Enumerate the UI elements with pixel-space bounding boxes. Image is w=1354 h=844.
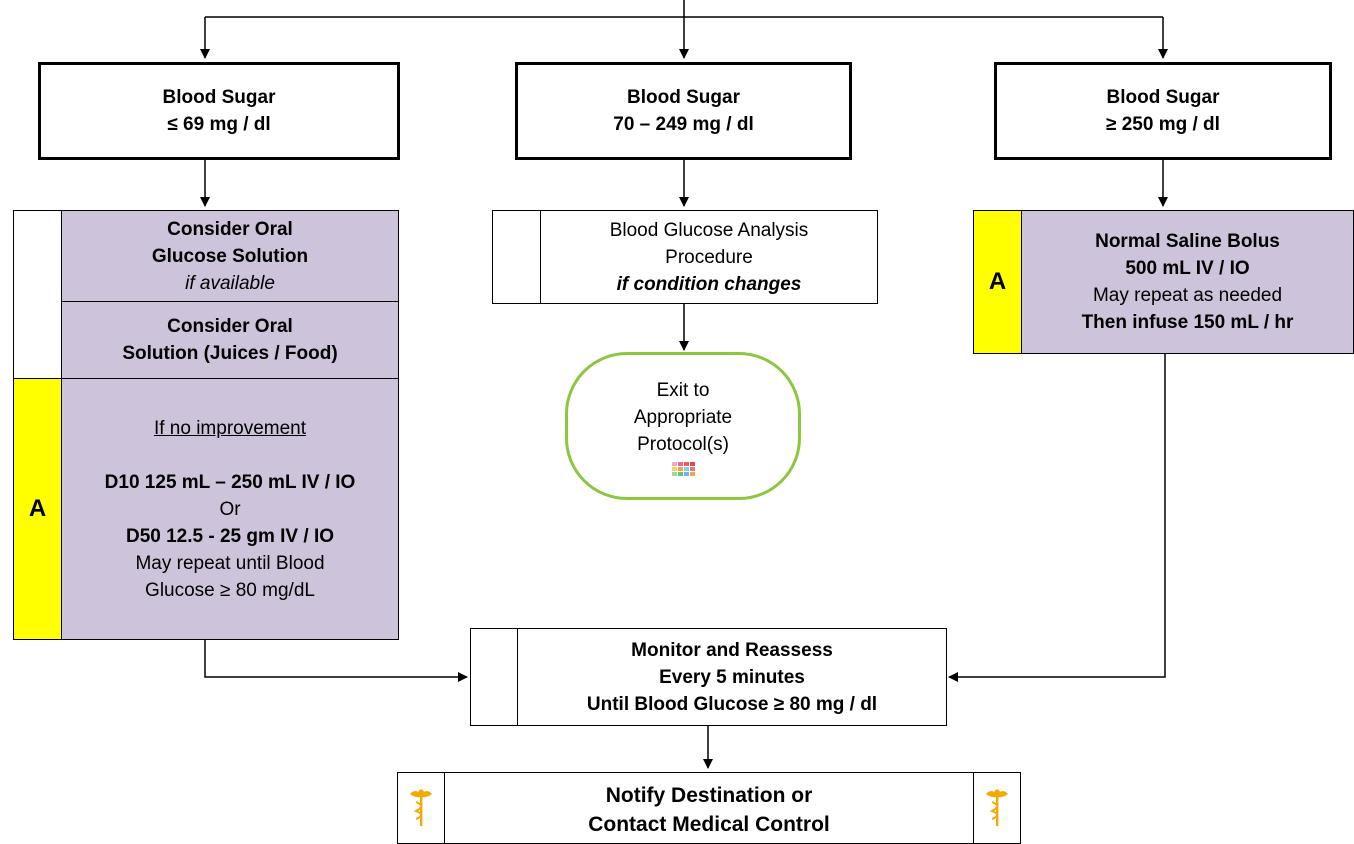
blood-sugar-low-box: Blood Sugar ≤ 69 mg / dl <box>38 62 400 160</box>
low-line2: ≤ 69 mg / dl <box>167 114 271 135</box>
notify-line1: Notify Destination or <box>605 784 813 807</box>
saline-line3: May repeat as needed <box>1092 285 1283 306</box>
monitor-line3: Until Blood Glucose ≥ 80 mg / dl <box>586 693 878 715</box>
monitor-side-tab <box>470 628 518 726</box>
low-line1: Blood Sugar <box>162 87 276 108</box>
analysis-side-tab <box>492 210 541 304</box>
exit-line1: Exit to <box>656 379 710 401</box>
d50-dose: D50 12.5 - 25 gm IV / IO <box>125 525 335 547</box>
analysis-line3: if condition changes <box>616 273 802 295</box>
arrow-right-to-monitor <box>948 354 1166 682</box>
saline-bolus-box: Normal Saline Bolus 500 mL IV / IO May r… <box>1021 210 1354 354</box>
d10-dose: D10 125 mL – 250 mL IV / IO <box>104 471 356 493</box>
saline-line2: 500 mL IV / IO <box>1125 258 1250 279</box>
protocol-grid-icon[interactable] <box>671 461 695 476</box>
oral-glucose-line1: Consider Oral <box>167 218 293 240</box>
monitor-reassess-box: Monitor and Reassess Every 5 minutes Unt… <box>517 628 947 726</box>
glucose-analysis-box: Blood Glucose Analysis Procedure if cond… <box>540 210 878 304</box>
oral-solution-line1: Consider Oral <box>167 316 293 337</box>
dextrose-box: If no improvement D10 125 mL – 250 mL IV… <box>61 378 399 640</box>
blood-sugar-high-box: Blood Sugar ≥ 250 mg / dl <box>994 62 1332 160</box>
caduceus-icon <box>410 789 432 826</box>
saline-badge: A <box>988 268 1007 295</box>
saline-line1: Normal Saline Bolus <box>1095 231 1280 252</box>
notify-left-icon-cell <box>397 772 445 844</box>
arrow-left-to-monitor <box>204 640 468 682</box>
repeat-line1: May repeat until Blood <box>135 552 325 574</box>
saline-badge-tab: A <box>973 210 1022 354</box>
no-improvement-heading: If no improvement <box>153 417 307 439</box>
repeat-line2: Glucose ≥ 80 mg/dL <box>145 579 315 601</box>
advanced-badge-tab: A <box>13 378 62 640</box>
oral-solution-box: Consider Oral Solution (Juices / Food) <box>61 301 399 379</box>
high-line2: ≥ 250 mg / dl <box>1106 114 1220 135</box>
mid-line2: 70 – 249 mg / dl <box>613 114 754 135</box>
exit-line3: Protocol(s) <box>637 433 729 455</box>
advanced-badge: A <box>28 495 47 522</box>
oral-side-tab <box>13 210 62 379</box>
caduceus-icon <box>986 789 1008 826</box>
analysis-line2: Procedure <box>665 246 753 268</box>
mid-line1: Blood Sugar <box>627 87 740 108</box>
saline-line4: Then infuse 150 mL / hr <box>1081 312 1294 333</box>
analysis-line1: Blood Glucose Analysis <box>609 219 809 241</box>
oral-glucose-line2: Glucose Solution <box>151 245 309 267</box>
blood-sugar-mid-box: Blood Sugar 70 – 249 mg / dl <box>515 62 852 160</box>
oral-glucose-box: Consider Oral Glucose Solution if availa… <box>61 210 399 302</box>
exit-line2: Appropriate <box>633 406 733 428</box>
oral-glucose-line3: if available <box>185 272 275 294</box>
monitor-line1: Monitor and Reassess <box>631 639 833 661</box>
monitor-line2: Every 5 minutes <box>659 666 805 688</box>
notify-line2: Contact Medical Control <box>588 813 830 836</box>
notify-right-icon-cell <box>973 772 1021 844</box>
oral-solution-line2: Solution (Juices / Food) <box>122 343 338 364</box>
high-line1: Blood Sugar <box>1106 87 1220 108</box>
exit-protocol-terminator[interactable]: Exit to Appropriate Protocol(s) <box>565 352 801 500</box>
or-text: Or <box>219 498 241 520</box>
notify-destination-box: Notify Destination or Contact Medical Co… <box>444 772 974 844</box>
